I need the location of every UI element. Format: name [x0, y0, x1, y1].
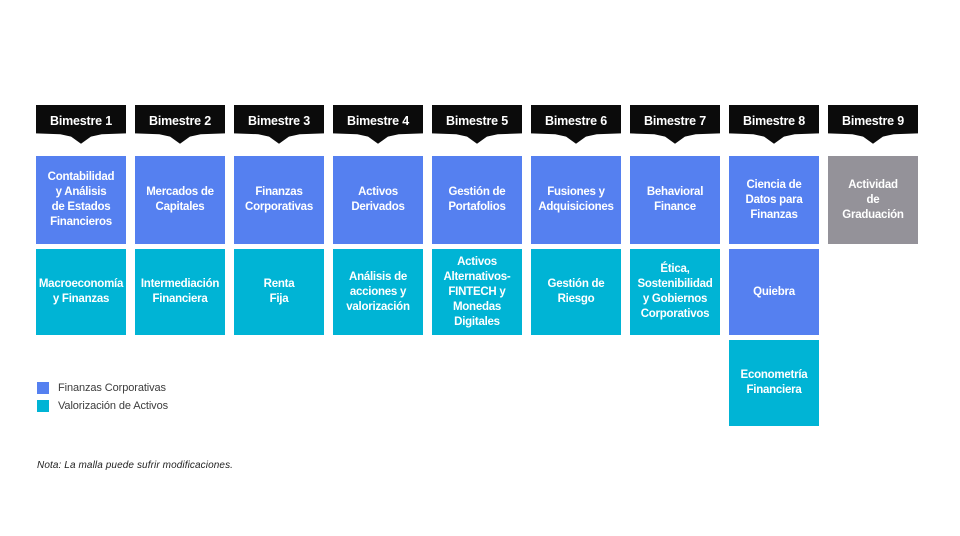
course-card: Gestión de Riesgo — [531, 249, 621, 335]
bimestre-header: Bimestre 4 — [333, 105, 423, 144]
bimestre-column-3: Bimestre 3 Finanzas Corporativas Renta F… — [234, 105, 324, 426]
bimestre-header: Bimestre 5 — [432, 105, 522, 144]
course-card: Ciencia de Datos para Finanzas — [729, 156, 819, 244]
course-card: Fusiones y Adquisiciones — [531, 156, 621, 244]
legend-swatch-blue — [37, 382, 49, 394]
legend-item: Valorización de Activos — [37, 400, 168, 412]
course-card: Renta Fija — [234, 249, 324, 335]
course-card: Econometría Financiera — [729, 340, 819, 426]
bimestre-header: Bimestre 9 — [828, 105, 918, 144]
course-card: Quiebra — [729, 249, 819, 335]
bimestre-header: Bimestre 7 — [630, 105, 720, 144]
bimestre-header: Bimestre 2 — [135, 105, 225, 144]
bimestre-header: Bimestre 8 — [729, 105, 819, 144]
legend: Finanzas Corporativas Valorización de Ac… — [37, 382, 168, 418]
footnote: Nota: La malla puede sufrir modificacion… — [37, 460, 234, 471]
bimestre-column-6: Bimestre 6 Fusiones y Adquisiciones Gest… — [531, 105, 621, 426]
bimestre-column-8: Bimestre 8 Ciencia de Datos para Finanza… — [729, 105, 819, 426]
course-card: Macroeconomía y Finanzas — [36, 249, 126, 335]
course-card: Behavioral Finance — [630, 156, 720, 244]
bimestre-header: Bimestre 6 — [531, 105, 621, 144]
legend-label: Finanzas Corporativas — [58, 382, 166, 394]
course-card: Contabilidad y Análisis de Estados Finan… — [36, 156, 126, 244]
legend-label: Valorización de Activos — [58, 400, 168, 412]
bimestre-column-2: Bimestre 2 Mercados de Capitales Interme… — [135, 105, 225, 426]
legend-swatch-teal — [37, 400, 49, 412]
bimestre-column-9: Bimestre 9 Actividad de Graduación — [828, 105, 918, 426]
bimestre-grid: Bimestre 1 Contabilidad y Análisis de Es… — [36, 105, 918, 426]
course-card: Actividad de Graduación — [828, 156, 918, 244]
bimestre-column-7: Bimestre 7 Behavioral Finance Ética, Sos… — [630, 105, 720, 426]
course-card: Finanzas Corporativas — [234, 156, 324, 244]
course-card: Activos Alternativos- FINTECH y Monedas … — [432, 249, 522, 335]
course-card: Activos Derivados — [333, 156, 423, 244]
course-card: Mercados de Capitales — [135, 156, 225, 244]
legend-item: Finanzas Corporativas — [37, 382, 168, 394]
course-card: Intermediación Financiera — [135, 249, 225, 335]
bimestre-header: Bimestre 1 — [36, 105, 126, 144]
course-card: Análisis de acciones y valorización — [333, 249, 423, 335]
bimestre-header: Bimestre 3 — [234, 105, 324, 144]
course-card: Gestión de Portafolios — [432, 156, 522, 244]
bimestre-column-4: Bimestre 4 Activos Derivados Análisis de… — [333, 105, 423, 426]
bimestre-column-1: Bimestre 1 Contabilidad y Análisis de Es… — [36, 105, 126, 426]
bimestre-column-5: Bimestre 5 Gestión de Portafolios Activo… — [432, 105, 522, 426]
course-card: Ética, Sostenibilidad y Gobiernos Corpor… — [630, 249, 720, 335]
